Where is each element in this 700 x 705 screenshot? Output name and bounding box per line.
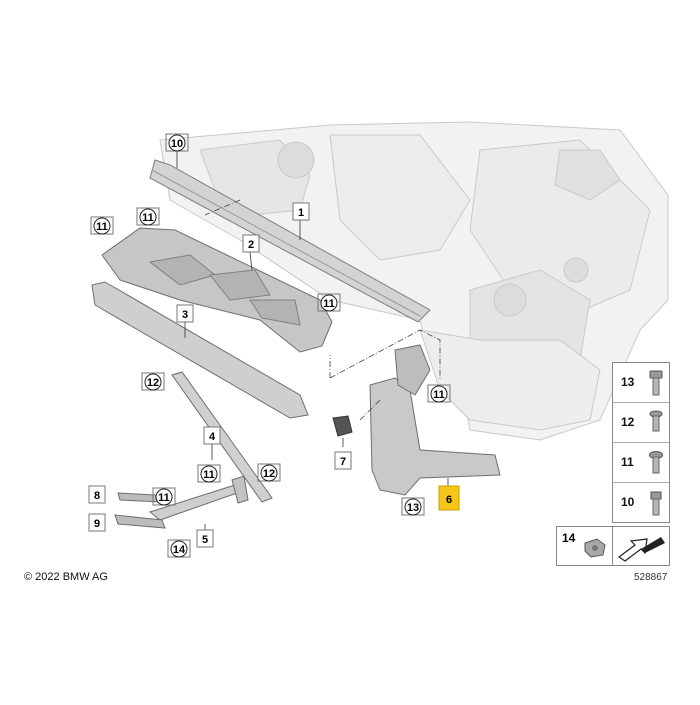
svg-text:11: 11 <box>158 492 170 504</box>
nut-number: 14 <box>562 531 576 545</box>
svg-text:1: 1 <box>298 207 304 219</box>
svg-text:7: 7 <box>340 456 346 468</box>
part-3-carrier <box>91 281 309 419</box>
legend-number: 11 <box>621 455 634 469</box>
svg-text:11: 11 <box>142 212 154 224</box>
legend-number: 10 <box>621 495 635 509</box>
callout-3: 3 <box>176 304 194 323</box>
part-number-callouts: 1 2 3 4 5 7 8 9 <box>88 202 460 548</box>
svg-text:9: 9 <box>94 518 100 530</box>
callout-11-circle: 11 <box>152 487 176 506</box>
callout-5: 5 <box>196 529 214 548</box>
parts-8-9-clips <box>114 492 166 529</box>
callout-11-circle: 11 <box>136 207 160 226</box>
svg-text:11: 11 <box>433 389 445 401</box>
legend-item-13: 13 <box>613 363 669 403</box>
body-structure <box>159 121 669 441</box>
part-1-crossmember <box>149 159 431 323</box>
legend-number: 13 <box>621 375 635 389</box>
callout-1: 1 <box>292 202 310 221</box>
part-2-shield <box>101 227 333 353</box>
fastener-legend: 13 12 11 10 <box>612 362 670 523</box>
callout-4: 4 <box>203 426 221 445</box>
svg-text:8: 8 <box>94 490 100 502</box>
torx-bolt-icon <box>649 451 663 474</box>
callout-10-circle: 10 <box>165 133 189 152</box>
part-6-bracket-assembly <box>369 344 501 496</box>
svg-text:11: 11 <box>323 298 335 310</box>
circle-callouts: 10 11 11 11 12 11 11 <box>90 133 451 558</box>
callout-12-circle: 12 <box>141 372 165 391</box>
callout-7: 7 <box>334 451 352 470</box>
diagram-reference-number: 528867 <box>634 572 668 583</box>
nut-legend: 14 <box>556 526 614 566</box>
washer-bolt-icon <box>649 410 663 432</box>
svg-text:2: 2 <box>248 239 254 251</box>
svg-text:12: 12 <box>147 377 159 389</box>
callout-11-circle: 11 <box>197 464 221 483</box>
callout-6-highlighted: 6 <box>438 485 460 511</box>
callout-2: 2 <box>242 234 260 253</box>
part-4-strut <box>171 371 273 503</box>
part-7-clip <box>332 415 353 437</box>
callout-11-circle: 11 <box>427 384 451 403</box>
svg-text:13: 13 <box>407 502 419 514</box>
svg-text:14: 14 <box>173 544 186 556</box>
svg-text:4: 4 <box>209 431 216 443</box>
callout-12-circle: 12 <box>257 463 281 482</box>
svg-text:10: 10 <box>171 138 183 150</box>
legend-item-10: 10 <box>613 483 669 522</box>
callout-11-circle: 11 <box>317 293 341 312</box>
clip-nut-icon <box>584 538 606 558</box>
copyright-notice: © 2022 BMW AG <box>24 571 108 583</box>
callout-9: 9 <box>88 513 106 532</box>
front-direction-arrow-icon <box>617 537 665 562</box>
part-5-bracket <box>148 475 249 521</box>
hex-bolt-icon <box>650 491 662 516</box>
callout-leaders <box>176 151 449 532</box>
legend-item-12: 12 <box>613 403 669 443</box>
svg-text:12: 12 <box>263 468 275 480</box>
svg-text:5: 5 <box>202 534 208 546</box>
flange-bolt-icon <box>649 370 663 396</box>
svg-text:3: 3 <box>182 309 188 321</box>
direction-arrow-box <box>612 526 670 566</box>
leader-lines <box>204 199 441 421</box>
callout-13-circle: 13 <box>401 497 425 516</box>
legend-number: 12 <box>621 415 635 429</box>
callout-14-circle: 14 <box>167 539 191 558</box>
callout-8: 8 <box>88 485 106 504</box>
legend-item-11: 11 <box>613 443 669 483</box>
callout-11-circle: 11 <box>90 216 114 235</box>
svg-text:6: 6 <box>446 494 452 506</box>
svg-text:11: 11 <box>203 469 215 481</box>
svg-text:11: 11 <box>96 221 108 233</box>
